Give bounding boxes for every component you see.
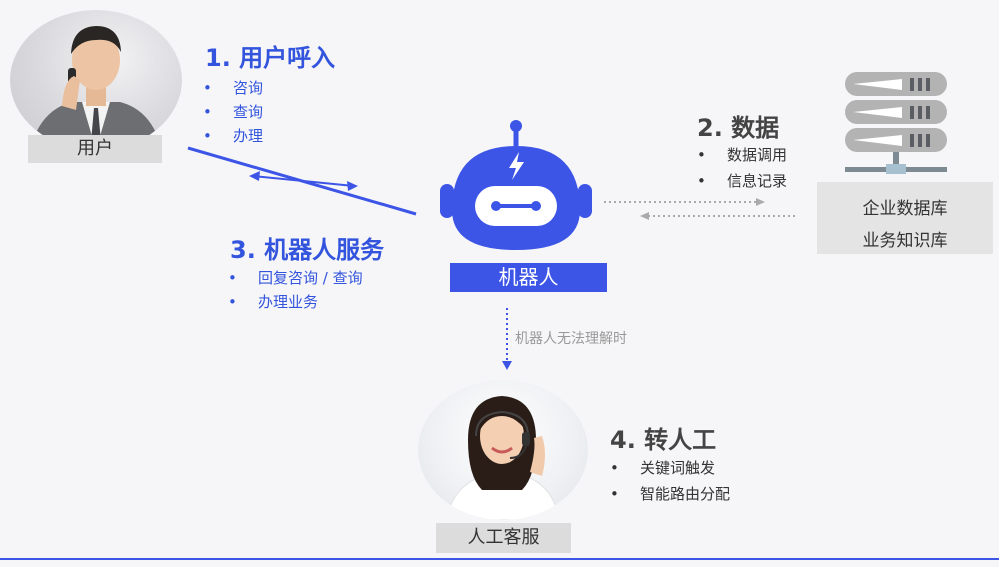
- double-arrow: [252, 175, 355, 187]
- bottom-rule: [0, 558, 999, 560]
- list-item: 办理业务: [228, 290, 363, 314]
- user-label: 用户: [28, 135, 162, 163]
- robot-icon: [440, 120, 592, 250]
- fallback-note: 机器人无法理解时: [515, 331, 627, 347]
- enterprise-db-label: 企业数据库: [862, 199, 948, 219]
- agent-label: 人工客服: [436, 523, 571, 553]
- knowledge-base-label: 业务知识库: [862, 231, 948, 251]
- agent-photo: [418, 380, 588, 520]
- list-item: 信息记录: [697, 168, 787, 194]
- list-item: 数据调用: [697, 142, 787, 168]
- user-call-list: 咨询 查询 办理: [203, 76, 263, 148]
- list-item: 智能路由分配: [610, 481, 730, 507]
- server-rack-icon: [845, 72, 947, 174]
- data-heading: 2. 数据: [697, 114, 780, 142]
- list-item: 查询: [203, 100, 263, 124]
- robot-label: 机器人: [450, 263, 607, 292]
- service-agent-illustration: [445, 396, 561, 520]
- transfer-heading: 4. 转人工: [610, 426, 717, 454]
- list-item: 咨询: [203, 76, 263, 100]
- list-item: 回复咨询 / 查询: [228, 266, 363, 290]
- user-call-heading: 1. 用户呼入: [205, 44, 336, 72]
- robot-service-list: 回复咨询 / 查询 办理业务: [228, 266, 363, 314]
- robot-service-heading: 3. 机器人服务: [230, 236, 385, 264]
- list-item: 办理: [203, 124, 263, 148]
- transfer-list: 关键词触发 智能路由分配: [610, 455, 730, 507]
- data-list: 数据调用 信息记录: [697, 142, 787, 194]
- list-item: 关键词触发: [610, 455, 730, 481]
- database-panel: 企业数据库 业务知识库: [817, 182, 993, 254]
